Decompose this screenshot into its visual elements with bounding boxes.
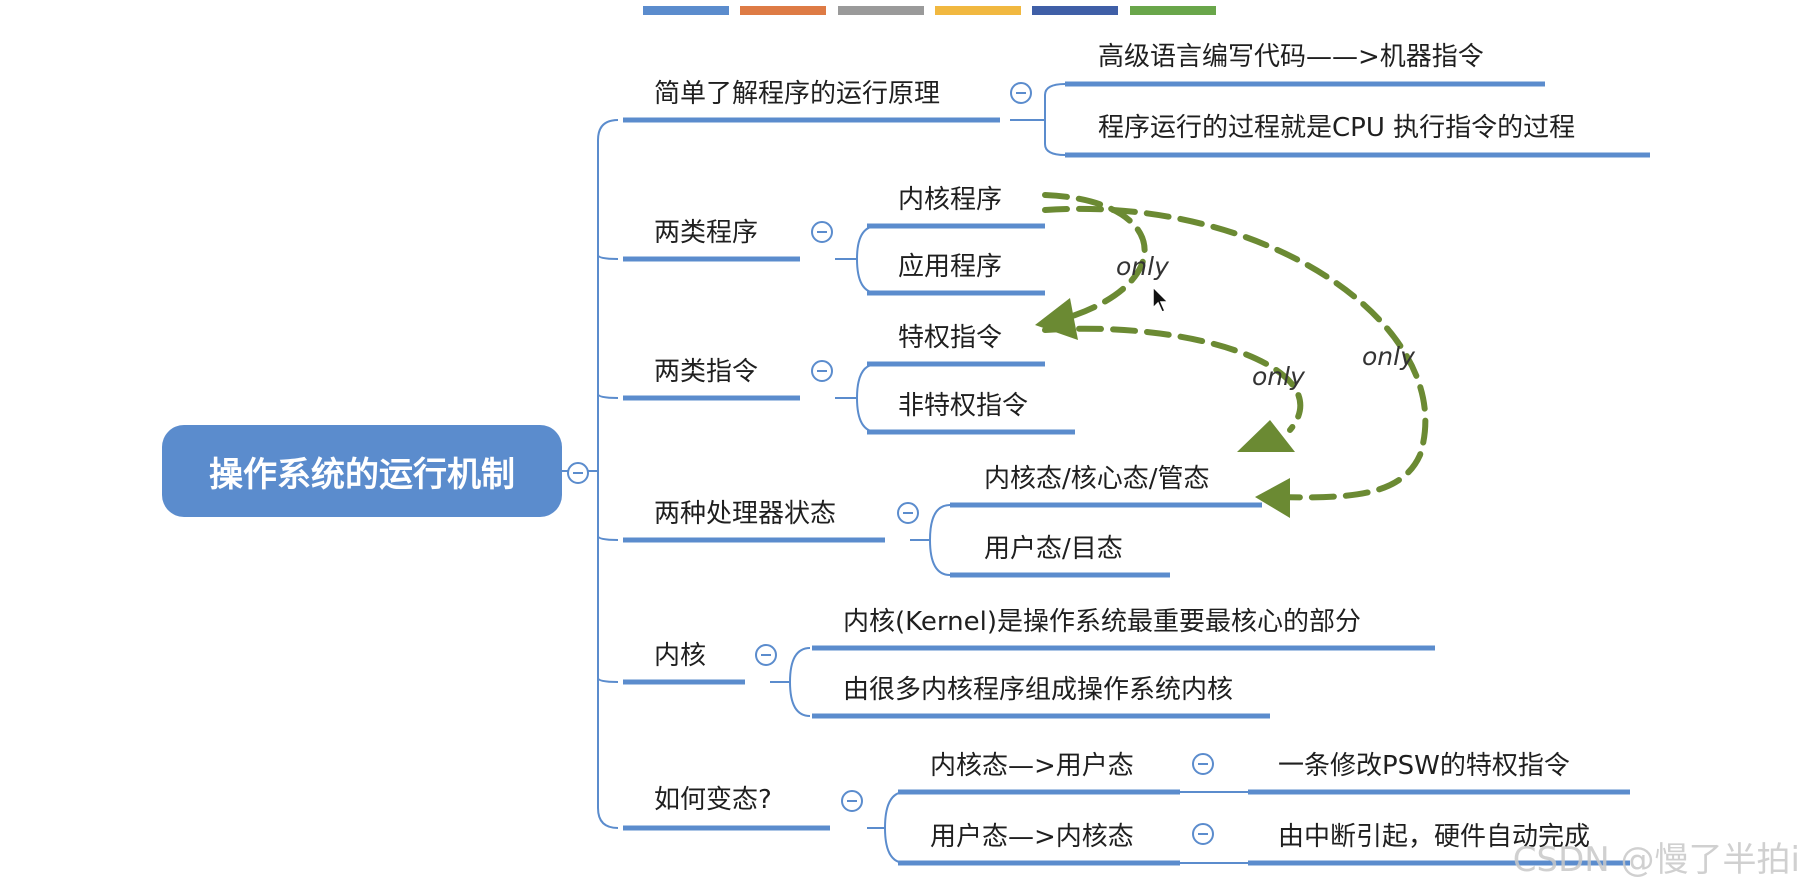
branch-label-3[interactable]: 两类指令: [654, 357, 759, 387]
arrowhead-1: [1035, 298, 1078, 340]
transition-1[interactable]: 一条修改PSW的特权指令: [1278, 751, 1570, 781]
color-tab-2[interactable]: [740, 6, 826, 15]
color-tab-4[interactable]: [935, 6, 1021, 15]
root-node[interactable]: 操作系统的运行机制: [162, 425, 562, 517]
branch-1-child-2[interactable]: 程序运行的过程就是CPU 执行指令的过程: [1098, 113, 1576, 143]
collapse-toggle-5[interactable]: [755, 644, 777, 666]
watermark: CSDN @慢了半拍i: [1512, 840, 1800, 880]
color-tab-5[interactable]: [1032, 6, 1118, 15]
color-tab-6[interactable]: [1130, 6, 1216, 15]
only-label-2: only: [1252, 362, 1305, 391]
color-tab-3[interactable]: [838, 6, 924, 15]
collapse-toggle-6-2[interactable]: [1192, 823, 1214, 845]
collapse-toggle-6-1[interactable]: [1192, 753, 1214, 775]
branch-2-child-2[interactable]: 应用程序: [898, 252, 1003, 282]
collapse-toggle-1[interactable]: [1010, 82, 1032, 104]
collapse-toggle-4[interactable]: [897, 502, 919, 524]
only-arrow-kernel-to-kernelmode: [1042, 205, 1429, 501]
only-label-1: only: [1116, 252, 1169, 281]
branch-5-child-2[interactable]: 由很多内核程序组成操作系统内核: [843, 675, 1234, 705]
only-label-3: only: [1362, 342, 1415, 371]
collapse-toggle-3[interactable]: [811, 360, 833, 382]
color-tab-1[interactable]: [643, 6, 729, 15]
branch-label-4[interactable]: 两种处理器状态: [654, 499, 837, 529]
branch-4-child-1[interactable]: 内核态/核心态/管态: [984, 464, 1210, 494]
branch-5-child-1[interactable]: 内核(Kernel)是操作系统最重要最核心的部分: [843, 607, 1361, 637]
transition-2[interactable]: 由中断引起，硬件自动完成: [1278, 822, 1591, 852]
mouse-cursor-icon: [1152, 286, 1170, 313]
arrowhead-3: [1237, 420, 1295, 452]
branch-3-child-2[interactable]: 非特权指令: [898, 391, 1029, 421]
arrowhead-2: [1255, 478, 1290, 518]
branch-4-child-2[interactable]: 用户态/目态: [984, 534, 1123, 564]
collapse-toggle-2[interactable]: [811, 221, 833, 243]
branch-label-6[interactable]: 如何变态?: [654, 785, 772, 815]
branch-label-1[interactable]: 简单了解程序的运行原理: [654, 79, 941, 109]
collapse-toggle-root[interactable]: [567, 462, 589, 484]
only-arrow-kernel-to-privileged: [1042, 192, 1148, 323]
collapse-toggle-6[interactable]: [841, 790, 863, 812]
only-arrow-privileged-to-kernelmode: [1042, 325, 1304, 433]
branch-6-child-1[interactable]: 内核态—>用户态: [930, 751, 1134, 781]
branch-3-child-1[interactable]: 特权指令: [898, 323, 1003, 353]
branch-2-child-1[interactable]: 内核程序: [898, 185, 1003, 215]
trunk-line: [597, 119, 619, 829]
branch-label-2[interactable]: 两类程序: [654, 218, 759, 248]
branch-label-5[interactable]: 内核: [654, 641, 707, 671]
branch-1-child-1[interactable]: 高级语言编写代码——>机器指令: [1098, 42, 1484, 72]
branch-6-child-2[interactable]: 用户态—>内核态: [930, 822, 1134, 852]
